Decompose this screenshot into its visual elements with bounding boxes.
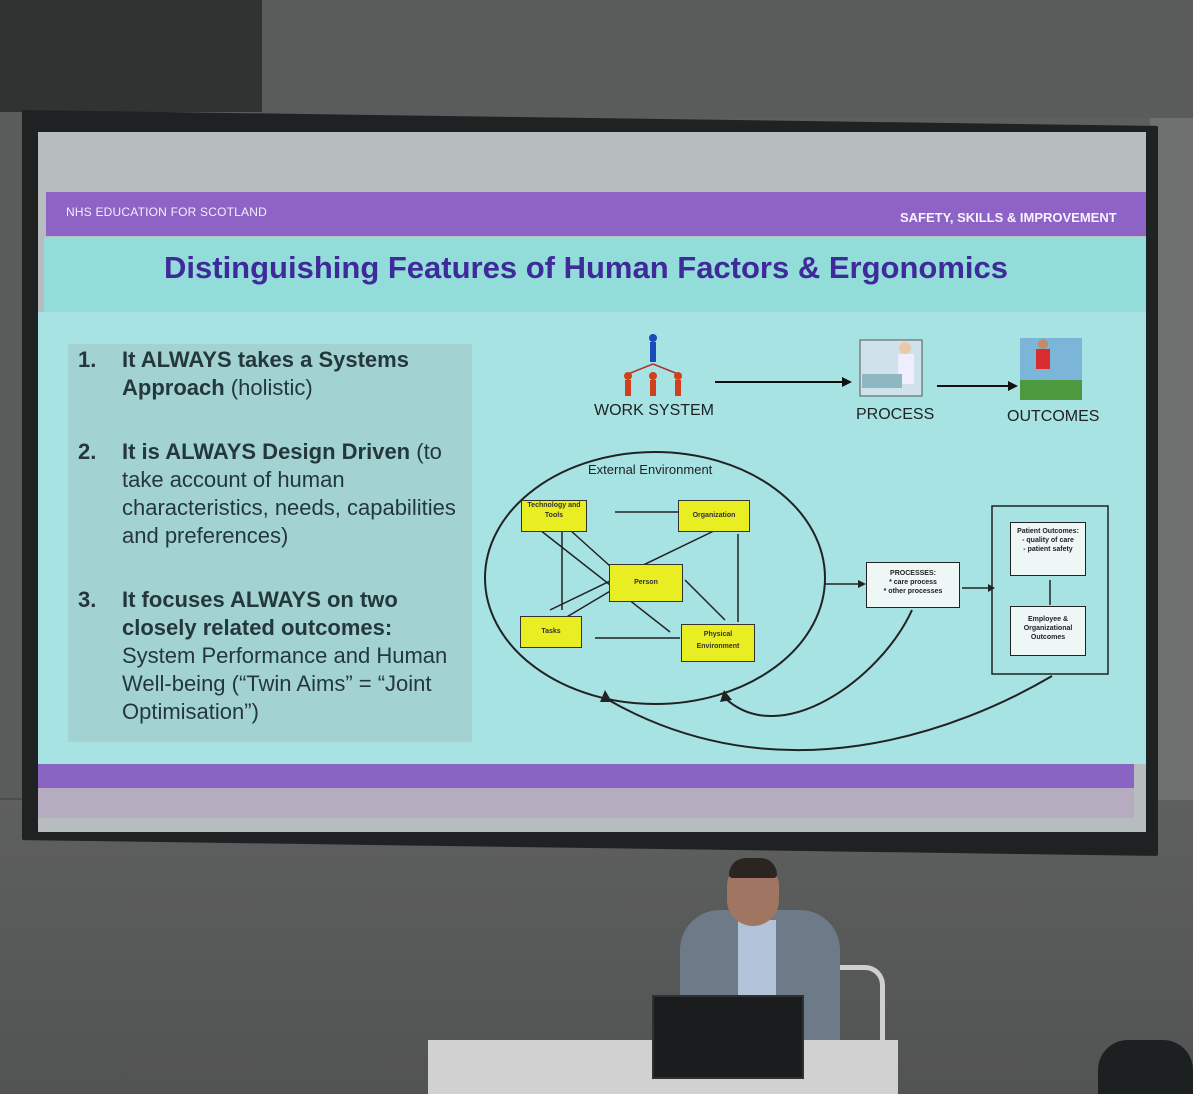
- point-number: 2.: [78, 439, 97, 464]
- slide-footer-bar: [38, 764, 1134, 788]
- physical-environment-box: Physical Environment: [681, 624, 755, 662]
- processes-item: * other processes: [883, 588, 943, 595]
- flow-diagram: [624, 334, 1082, 400]
- processes-item: * care process: [889, 579, 937, 586]
- point-bold: It ALWAYS takes a Systems Approach: [122, 347, 409, 400]
- speaker-hair: [729, 858, 777, 878]
- outcomes-label: OUTCOMES: [1007, 408, 1100, 425]
- desk-lamp: [840, 965, 885, 1060]
- processes-title: PROCESSES:: [890, 570, 936, 577]
- slide-title: Distinguishing Features of Human Factors…: [164, 250, 1008, 285]
- patient-title: Patient Outcomes:: [1017, 528, 1079, 535]
- processes-box: PROCESSES: * care process * other proces…: [866, 562, 960, 608]
- point-bold: It is ALWAYS Design Driven: [122, 439, 411, 464]
- person-box: Person: [609, 564, 683, 602]
- tasks-box: Tasks: [520, 616, 582, 648]
- header-right-text: SAFETY, SKILLS & IMPROVEMENT: [900, 210, 1117, 225]
- header-left-text: NHS EDUCATION FOR SCOTLAND: [66, 205, 267, 219]
- chair: [1098, 1040, 1193, 1094]
- points-panel: [68, 344, 472, 742]
- patient-outcomes-box: Patient Outcomes: - quality of care - pa…: [1010, 522, 1086, 576]
- technology-box: Technology and Tools: [521, 500, 587, 532]
- outcomes-icon: [1020, 338, 1082, 400]
- seips-diagram: [484, 451, 1109, 751]
- point-number: 1.: [78, 347, 97, 372]
- point-rest: (holistic): [224, 375, 313, 400]
- work-system-icon: [624, 334, 682, 396]
- speaker-shirt: [738, 920, 776, 1000]
- wall-dark-panel: [0, 0, 262, 112]
- patient-item: - patient safety: [1023, 546, 1073, 553]
- point-bold: It focuses ALWAYS on two closely related…: [122, 587, 398, 640]
- point-number: 3.: [78, 587, 97, 612]
- process-label: PROCESS: [856, 406, 935, 423]
- organization-box: Organization: [678, 500, 750, 532]
- slide-header-bar: [46, 192, 1146, 236]
- work-system-label: WORK SYSTEM: [594, 402, 715, 419]
- environment-ellipse: [484, 451, 826, 705]
- environment-label: External Environment: [588, 462, 713, 477]
- wall-left: [0, 118, 24, 798]
- process-icon: [859, 339, 923, 397]
- point-rest: (to take account of human characteristic…: [122, 439, 456, 548]
- patient-item: - quality of care: [1022, 537, 1074, 544]
- employee-outcomes-box: Employee & Organizational Outcomes: [1010, 606, 1086, 656]
- podium-monitor: [652, 995, 804, 1079]
- title-band: [44, 237, 1146, 313]
- screen-bottom-strip: [38, 788, 1134, 818]
- point-rest: System Performance and Human Well-being …: [122, 643, 448, 724]
